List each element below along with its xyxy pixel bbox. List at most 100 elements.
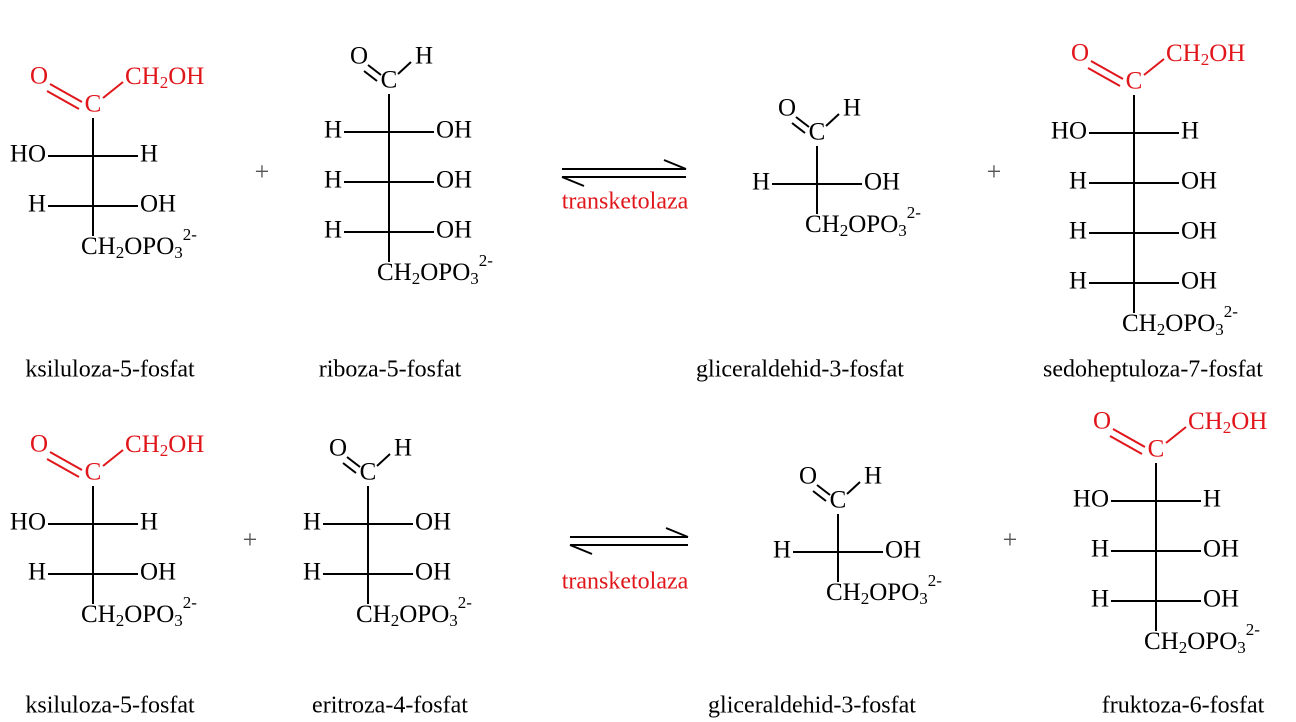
compound-name: gliceraldehid-3-fosfat [696,357,904,383]
hydroxyl-label: OH [1181,168,1217,195]
bond [1143,58,1165,76]
hydrogen-label: H [1091,586,1109,613]
hydrogen-label: H [1069,168,1087,195]
hydrogen-label: H [28,559,46,586]
hydroxyl-label: HO [10,141,46,168]
hydroxyl-label: HO [1051,118,1087,145]
hydroxyl-label: OH [415,509,451,536]
hydrogen-label: H [303,509,321,536]
carbonyl-carbon: C [85,459,102,486]
hydroxyl-label: OH [415,559,451,586]
hydroxyl-label: OH [436,117,472,144]
ch2opo3-label: CH2OPO32- [81,225,197,262]
aldehyde-hydrogen: H [864,463,882,490]
carbonyl-carbon: C [809,119,826,146]
hydrogen-label: H [1181,118,1199,145]
ch2opo3-label: CH2OPO32- [805,203,921,240]
aldehyde-hydrogen: H [394,435,412,462]
hydrogen-label: H [1069,218,1087,245]
plus-sign-4: + [1003,525,1018,554]
bond [102,81,124,99]
aldehyde-hydrogen: H [843,95,861,122]
ch2opo3-label: CH2OPO32- [81,593,197,630]
forward-arrow-head [663,159,687,170]
double-bond [812,490,827,502]
hydroxyl-label: OH [436,217,472,244]
double-bond [816,484,831,496]
reverse-arrow-head [569,544,593,555]
double-bond [363,70,378,82]
carbonyl-carbon: C [830,487,847,514]
equilibrium-arrow [569,527,689,555]
enzyme-label: transketolaza [562,189,689,215]
ch2opo3-label: CH2OPO32- [826,571,942,608]
double-bond [49,451,83,471]
carbonyl-carbon: C [1126,68,1143,95]
double-bond [1087,67,1121,87]
compound-name: eritroza-4-fosfat [312,693,468,719]
hydroxyl-label: OH [140,191,176,218]
carbonyl-oxygen: O [1093,408,1111,435]
reverse-arrow-head [561,176,585,187]
carbonyl-oxygen: O [778,95,796,122]
ch2oh-label: CH2OH [1166,40,1245,69]
hydroxyl-label: HO [10,509,46,536]
hydrogen-label: H [324,217,342,244]
aldehyde-hydrogen: H [415,43,433,70]
hydrogen-label: H [752,169,770,196]
hydrogen-label: H [1069,268,1087,295]
double-bond [795,116,810,128]
ch2opo3-label: CH2OPO32- [377,251,493,288]
carbonyl-carbon: C [1148,436,1165,463]
bond [1165,426,1187,444]
bond [376,453,391,467]
hydroxyl-label: OH [1203,536,1239,563]
ch2opo3-label: CH2OPO32- [1122,302,1238,339]
hydrogen-label: H [140,509,158,536]
hydroxyl-label: OH [140,559,176,586]
carbonyl-oxygen: O [30,63,48,90]
double-bond [46,90,80,110]
hydrogen-label: H [773,537,791,564]
carbonyl-oxygen: O [1071,40,1089,67]
equilibrium-arrow [561,159,687,187]
compound-name: sedoheptuloza-7-fosfat [1043,357,1263,383]
carbonyl-oxygen: O [30,431,48,458]
compound-name: gliceraldehid-3-fosfat [708,693,916,719]
compound-name: riboza-5-fosfat [319,357,462,383]
compound-name: fruktoza-6-fosfat [1102,693,1265,719]
ch2oh-label: CH2OH [1188,408,1267,437]
carbonyl-carbon: C [360,459,377,486]
forward-arrow-head [665,527,689,538]
bond [825,113,840,127]
carbonyl-carbon: C [381,67,398,94]
plus-sign-3: + [243,525,258,554]
compound-name: ksiluloza-5-fosfat [25,357,195,383]
plus-sign-2: + [987,157,1002,186]
bond [102,449,124,467]
hydroxyl-label: OH [1203,586,1239,613]
carbonyl-oxygen: O [799,463,817,490]
hydrogen-label: H [1203,486,1221,513]
ch2opo3-label: CH2OPO32- [1144,620,1260,657]
ch2oh-label: CH2OH [125,63,204,92]
double-bond [49,83,83,103]
double-bond [342,462,357,474]
bond [846,481,861,495]
hydrogen-label: H [303,559,321,586]
double-bond [46,458,80,478]
double-bond [1090,60,1124,80]
carbonyl-oxygen: O [350,43,368,70]
bond [397,61,412,75]
hydroxyl-label: HO [1073,486,1109,513]
hydroxyl-label: OH [1181,268,1217,295]
ch2opo3-label: CH2OPO32- [356,593,472,630]
hydrogen-label: H [324,117,342,144]
compound-name: ksiluloza-5-fosfat [25,693,195,719]
double-bond [367,64,382,76]
